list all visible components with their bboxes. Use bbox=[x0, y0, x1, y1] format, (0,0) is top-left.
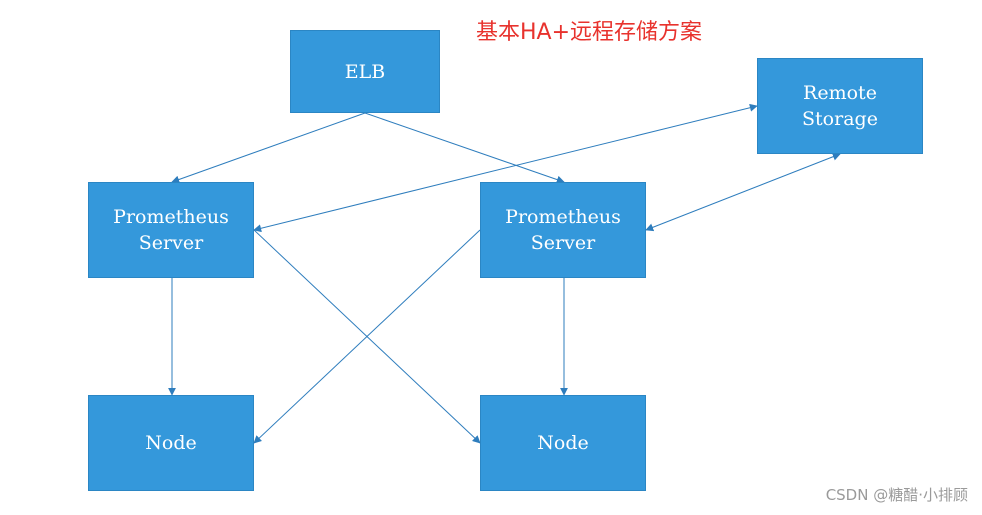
elb-label: ELB bbox=[344, 60, 386, 83]
watermark: CSDN @糖醋·小排顾 bbox=[825, 486, 968, 504]
elb-node: ELB bbox=[290, 30, 440, 113]
edge-prometheus-server-2-to-node-1 bbox=[253, 229, 481, 444]
remote-storage-node: Remote Storage bbox=[757, 58, 923, 154]
node-2: Node bbox=[480, 395, 646, 491]
prometheus-server-2-label: Prometheus Server bbox=[505, 206, 621, 254]
prometheus-server-1-node: Prometheus Server bbox=[88, 182, 254, 278]
prometheus-server-2-node: Prometheus Server bbox=[480, 182, 646, 278]
remote-storage-label: Remote Storage bbox=[802, 82, 878, 130]
edge-prometheus-server-2-remote-storage bbox=[645, 152, 841, 232]
node-1-label: Node bbox=[145, 432, 197, 454]
node-2-label: Node bbox=[537, 432, 589, 454]
edge-elb-to-prometheus-server-2 bbox=[364, 112, 565, 184]
node-1: Node bbox=[88, 395, 254, 491]
diagram-title: 基本HA+远程存储方案 bbox=[476, 20, 703, 45]
prometheus-server-1-label: Prometheus Server bbox=[113, 206, 229, 254]
edge-elb-to-prometheus-server-1 bbox=[171, 112, 366, 184]
edge-prometheus-server-1-remote-storage bbox=[253, 103, 758, 233]
